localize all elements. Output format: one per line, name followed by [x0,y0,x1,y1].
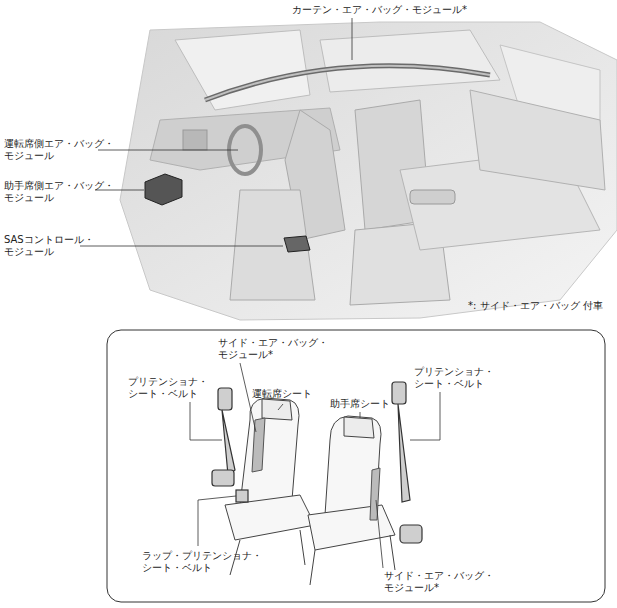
part-label: サイド・エア・バッグ・ モジュール* [384,570,497,594]
part-label: サイド・エア・バッグ・ モジュール* [218,337,331,361]
footnote: *: サイド・エア・バッグ 付車 [468,300,603,312]
part-label: プリテンショナ・ シート・ベルト [128,376,211,400]
sas-module [284,236,310,252]
leader-lines-inset [190,363,440,568]
inset-frame [107,330,605,602]
part-label: 助手席側エア・バッグ・ モジュール [4,180,117,204]
seat-belts [212,382,422,543]
seat-label: 運転席シート [252,388,312,400]
leader-lines [80,18,352,246]
car-interior [120,22,617,320]
airbag-module [145,174,182,205]
curtain-airbag [205,66,490,100]
part-label: プリテンショナ・ シート・ベルト [414,366,497,390]
part-label: 運転席側エア・バッグ・ モジュール [4,138,117,162]
side-airbags [252,418,380,520]
part-label: SASコントロール・ モジュール [4,234,97,258]
seat-label: 助手席シート [330,398,390,410]
part-label: ラップ・プリテンショナ・ シート・ベルト [142,550,265,574]
curtain-label: カーテン・エア・バッグ・モジュール* [292,4,467,16]
